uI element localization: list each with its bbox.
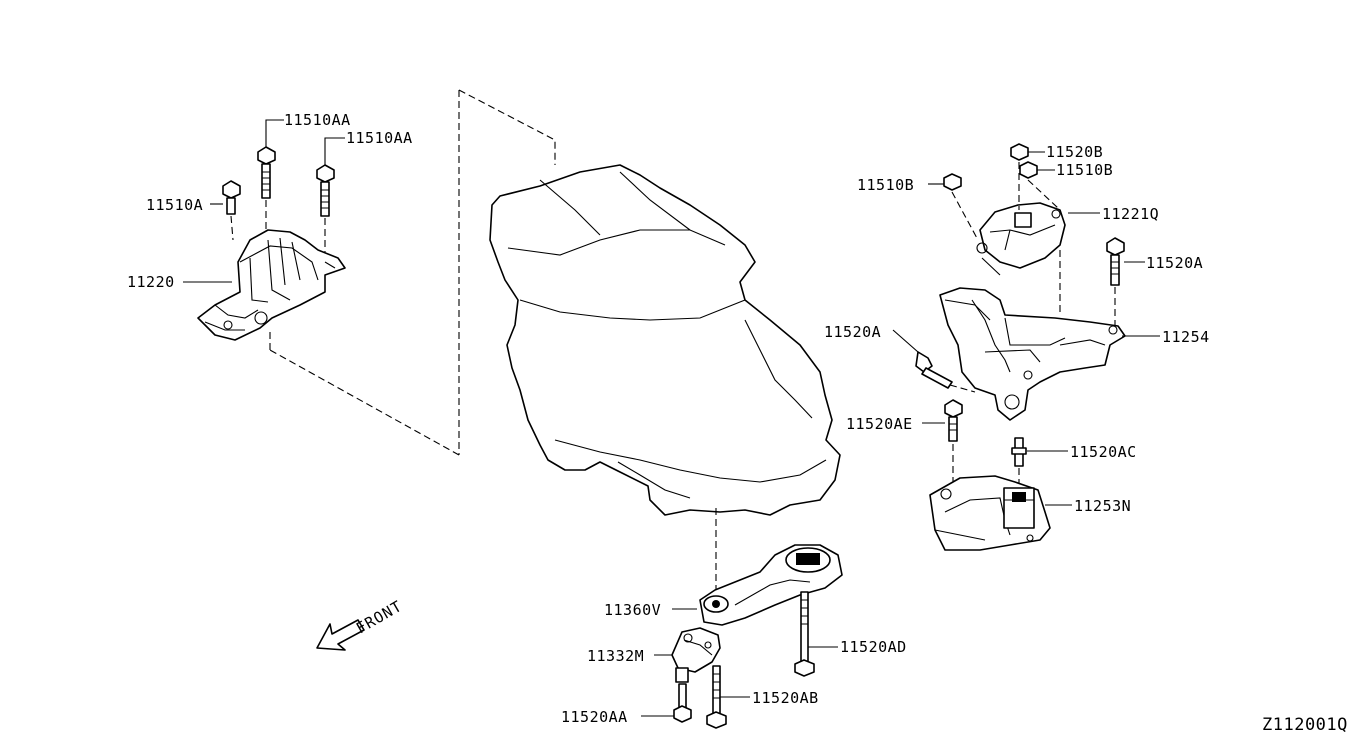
label-11510AA-b: 11510AA bbox=[346, 129, 413, 147]
nut-11510B-b-icon bbox=[1019, 161, 1059, 209]
label-11332M: 11332M bbox=[587, 647, 644, 665]
label-11220: 11220 bbox=[127, 273, 175, 291]
bolt-11520AE-icon bbox=[944, 399, 963, 490]
diagram-reference-code: Z112001Q bbox=[1262, 715, 1348, 735]
label-11253N: 11253N bbox=[1074, 497, 1131, 515]
label-11510A: 11510A bbox=[146, 196, 203, 214]
bolt-11520A-a-icon bbox=[1106, 237, 1125, 326]
lower-mount-11253N bbox=[929, 475, 1051, 551]
bracket-11332M bbox=[671, 627, 721, 683]
nut-11510B-a-icon bbox=[943, 173, 979, 241]
nut-11520B-icon bbox=[1010, 143, 1029, 210]
label-11360V: 11360V bbox=[604, 601, 661, 619]
label-11520A-b: 11520A bbox=[824, 323, 881, 341]
label-11221Q: 11221Q bbox=[1102, 205, 1159, 223]
front-label: FRONT bbox=[353, 597, 405, 638]
right-mount-bracket-11254 bbox=[939, 250, 1126, 421]
part-labels: 11510AA 11510AA 11510A 11220 11520B 1151… bbox=[127, 111, 1210, 726]
stud-11520AC-icon bbox=[1011, 437, 1027, 492]
label-11520AA: 11520AA bbox=[561, 708, 628, 726]
label-11510B-a: 11510B bbox=[857, 176, 914, 194]
bolt-11520AB-icon bbox=[706, 665, 727, 729]
front-direction-arrow-icon bbox=[316, 619, 365, 651]
engine-block bbox=[489, 164, 841, 516]
bolt-11510AA-b-icon bbox=[316, 164, 335, 252]
leader-lines bbox=[183, 119, 1160, 717]
bolt-11510AA-a-icon bbox=[257, 146, 276, 232]
upper-insulator-11221Q bbox=[976, 202, 1066, 276]
left-mount-guide-lines bbox=[269, 89, 717, 600]
label-11520A-a: 11520A bbox=[1146, 254, 1203, 272]
label-11510AA-a: 11510AA bbox=[284, 111, 351, 129]
label-11520AD: 11520AD bbox=[840, 638, 907, 656]
bolt-11520AD-icon bbox=[794, 591, 815, 677]
bolt-11520AA-icon bbox=[673, 683, 692, 723]
label-11520B: 11520B bbox=[1046, 143, 1103, 161]
bolt-11510A-icon bbox=[222, 180, 241, 241]
label-11520AE: 11520AE bbox=[846, 415, 913, 433]
label-11520AC: 11520AC bbox=[1070, 443, 1137, 461]
torque-rod-11360V bbox=[699, 544, 843, 626]
bolt-11520A-b-icon bbox=[915, 351, 976, 393]
label-11510B-b: 11510B bbox=[1056, 161, 1113, 179]
label-11254: 11254 bbox=[1162, 328, 1210, 346]
label-11520AB: 11520AB bbox=[752, 689, 819, 707]
left-engine-mount-11220 bbox=[197, 229, 346, 341]
